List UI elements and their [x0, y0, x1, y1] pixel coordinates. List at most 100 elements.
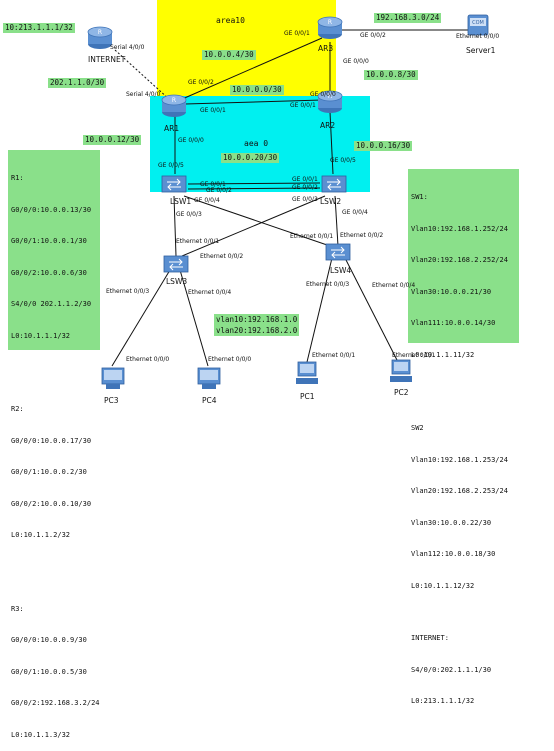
link-lsw2-lsw4: [334, 195, 339, 247]
router-note-line: G0/0/2:10.0.0.10/30: [11, 499, 92, 508]
router-note-line: S4/0/0 202.1.1.2/30: [11, 300, 92, 308]
port-ar3-ge000: GE 0/0/0: [343, 58, 369, 65]
port-pc3-eth000: Ethernet 0/0/0: [126, 356, 170, 363]
router-note-line: G0/0/0:10.0.0.9/30: [11, 636, 87, 644]
router-icon: R: [161, 94, 187, 117]
node-label-pc4: PC4: [202, 396, 217, 405]
router-icon: R: [87, 26, 113, 49]
switch-note-line: SW1:: [411, 193, 428, 201]
switch-icon: [321, 175, 347, 193]
vlan-note-line-2: vlan20:192.168.2.0: [216, 326, 298, 335]
node-label-lsw3: LSW3: [166, 277, 188, 286]
router-icon: R: [317, 90, 343, 113]
port-pc4-eth000: Ethernet 0/0/0: [208, 356, 252, 363]
router-note-line: R1:: [11, 174, 24, 182]
port-ar3-ge001: GE 0/0/1: [284, 30, 310, 37]
server-icon: COM: [467, 14, 489, 36]
subnet-ar1-ar3: 10.0.0.4/30: [202, 50, 256, 60]
router-note-line: G0/0/2:192.168.3.2/24: [11, 699, 100, 707]
switch-note-line: Vlan10:192.168.1.252/24: [411, 224, 508, 233]
router-config-note: R1: G0/0/0:10.0.0.13/30 G0/0/1:10.0.0.1/…: [8, 150, 100, 739]
switch-lsw3[interactable]: [162, 252, 190, 280]
switch-lsw4[interactable]: [324, 240, 352, 268]
pc2[interactable]: [388, 358, 414, 390]
port-lsw4-eth002: Ethernet 0/0/2: [340, 232, 384, 239]
port-ar1-ge001: GE 0/0/1: [200, 107, 226, 114]
port-lsw1-ge004: GE 0/0/4: [194, 197, 220, 204]
svg-text:R: R: [172, 97, 176, 104]
switch-lsw1[interactable]: [160, 172, 188, 200]
switch-lsw2[interactable]: [320, 172, 348, 200]
vlan-note-line-1: vlan10:192.168.1.0: [216, 315, 298, 324]
port-srv-eth000: Ethernet 0/0/0: [456, 33, 500, 40]
node-label-ar1: AR1: [164, 124, 180, 133]
port-lsw1-ge005: GE 0/0/5: [158, 162, 184, 169]
port-lsw2-ge004: GE 0/0/4: [342, 209, 368, 216]
router-note-line: G0/0/2:10.0.0.6/30: [11, 268, 87, 277]
svg-text:R: R: [328, 93, 332, 100]
server1[interactable]: COM: [466, 14, 490, 42]
port-ar2-ge005: GE 0/0/5: [330, 157, 356, 164]
port-lsw1-ge001: GE 0/0/1: [200, 181, 226, 188]
pc-icon: [296, 361, 318, 384]
node-label-lsw2: LSW2: [320, 197, 342, 206]
switch-note-line: Vlan30:10.0.0.22/30: [411, 518, 492, 527]
switch-note-line: INTERNET:: [411, 634, 449, 642]
port-pc1-eth001: Ethernet 0/0/1: [312, 352, 356, 359]
router-icon: R: [317, 16, 343, 39]
pc1[interactable]: [294, 360, 320, 392]
pc3[interactable]: [100, 366, 126, 396]
server-badge: COM: [472, 20, 484, 26]
port-lsw3-eth002: Ethernet 0/0/2: [200, 253, 244, 260]
router-note-line: L0:10.1.1.2/32: [11, 531, 71, 539]
port-lsw2-ge003: GE 0/0/3: [292, 196, 318, 203]
router-note-line: G0/0/1:10.0.0.2/30: [11, 468, 87, 476]
area0-label: aea 0: [244, 139, 269, 148]
port-lsw3-eth001: Ethernet 0/0/1: [176, 238, 220, 245]
port-lsw2-ge002: GE 0/0/2: [292, 184, 318, 191]
node-label-ar3: AR3: [318, 44, 334, 53]
switch-config-note: SW1: Vlan10:192.168.1.252/24 Vlan20:192.…: [408, 169, 519, 705]
router-note-line: L0:10.1.1.1/32: [11, 331, 71, 340]
switch-note-line: SW2: [411, 424, 424, 432]
switch-note-line: Vlan30:10.0.0.21/30: [411, 287, 492, 296]
port-ar3-ge002: GE 0/0/2: [360, 32, 386, 39]
pc-icon: [390, 359, 412, 382]
link-lsw1-lsw3: [173, 195, 177, 257]
node-label-internet: INTERNET: [88, 55, 126, 64]
port-pc2-eth001: Ethernet 0/0/1: [392, 352, 436, 359]
link-ar1-ar2: [184, 99, 323, 105]
vlan-note: vlan10:192.168.1.0 vlan20:192.168.2.0: [214, 314, 300, 336]
node-label-pc3: PC3: [104, 396, 119, 405]
node-label-pc2: PC2: [394, 388, 409, 397]
router-ar2[interactable]: R: [316, 88, 344, 120]
port-internet-s400: Serial 4/0/0: [110, 44, 145, 51]
router-note-line: R3:: [11, 604, 24, 613]
router-note-line: G0/0/0:10.0.0.17/30: [11, 436, 92, 445]
switch-note-line: L0:10.1.1.12/32: [411, 581, 475, 590]
port-lsw3-eth004: Ethernet 0/0/4: [188, 289, 232, 296]
switch-note-line: S4/0/0:202.1.1.1/30: [411, 665, 492, 674]
link-lsw3-pc3: [111, 269, 171, 367]
router-internet[interactable]: R: [86, 24, 114, 56]
router-note-line: G0/0/0:10.0.0.13/30: [11, 205, 92, 214]
link-lsw1-lsw4: [183, 195, 331, 247]
node-label-pc1: PC1: [300, 392, 315, 401]
port-lsw4-eth004: Ethernet 0/0/4: [372, 282, 416, 289]
subnet-ar2-lsw2: 10.0.0.16/30: [354, 141, 413, 151]
port-ar1-ge002: GE 0/0/2: [188, 79, 214, 86]
pc4[interactable]: [196, 366, 222, 396]
port-lsw1-ge002: GE 0/0/2: [206, 187, 232, 194]
area10-region: [157, 0, 336, 96]
area10-label: area10: [216, 16, 245, 25]
pc-icon: [197, 367, 221, 389]
link-lsw2-lsw3: [181, 195, 326, 257]
router-note-line: L0:10.1.1.3/32: [11, 730, 71, 739]
switch-note-line: L0:213.1.1.1/32: [411, 697, 475, 705]
node-label-lsw1: LSW1: [170, 197, 192, 206]
link-lsw4-pc1: [306, 257, 333, 363]
subnet-ar1-ar2: 10.0.0.0/30: [230, 85, 284, 95]
router-ar1[interactable]: R: [160, 92, 188, 124]
router-ar3[interactable]: R: [316, 14, 344, 46]
subnet-serial: 202.1.1.0/30: [48, 78, 107, 88]
